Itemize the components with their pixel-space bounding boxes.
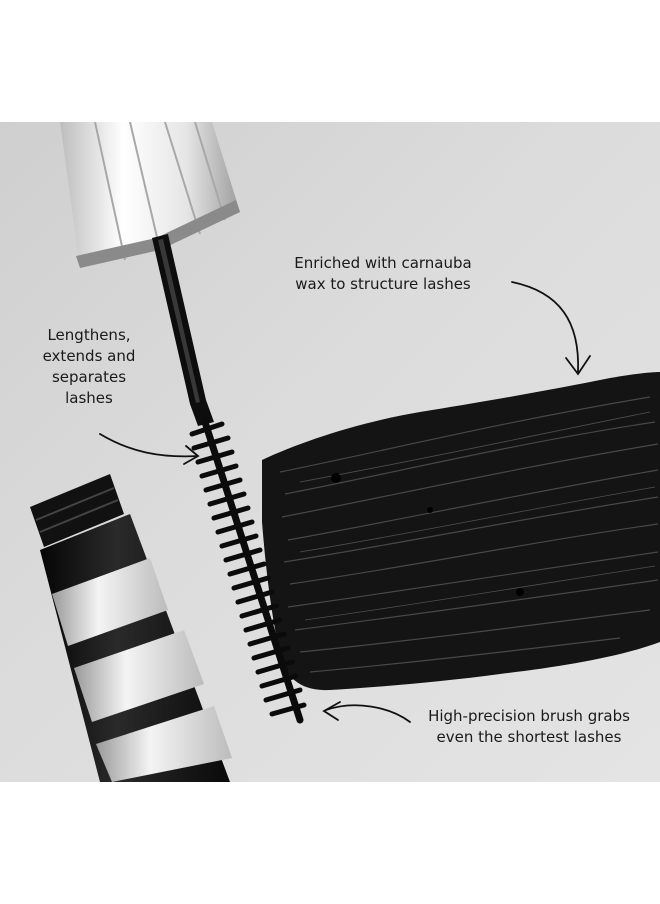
- callout-enriched: Enriched with carnauba wax to structure …: [294, 254, 472, 293]
- arrow-enriched: [511, 281, 579, 373]
- mascara-cap: [60, 122, 240, 268]
- arrow-lengthens: [99, 433, 199, 458]
- arrow-precision: [325, 704, 411, 723]
- callout-arrows: [99, 281, 591, 723]
- mascara-tube: [30, 474, 232, 782]
- callout-precision: High-precision brush grabs even the shor…: [428, 707, 630, 746]
- callout-lengthens: Lengthens, extends and separates lashes: [42, 326, 136, 407]
- mascara-illustration: [30, 122, 660, 782]
- mascara-swatch: [262, 372, 660, 691]
- mascara-brush: [189, 418, 307, 724]
- product-photo: [0, 122, 660, 782]
